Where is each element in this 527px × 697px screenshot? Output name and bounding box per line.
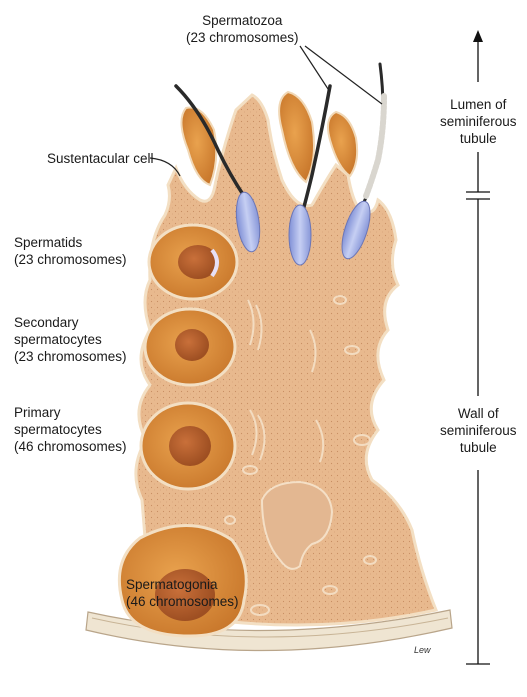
leader-lines <box>149 45 383 177</box>
spermatozoon-midpiece-right <box>363 93 387 199</box>
label-spermatogonia: Spermatogonia(46 chromosomes) <box>126 577 239 609</box>
spermatozoon-tail-left <box>174 84 246 198</box>
dimension-arrows <box>466 40 490 665</box>
apical-projection-right <box>327 110 359 178</box>
spermatozoon-head-right <box>341 200 371 260</box>
sustentacular-nucleus <box>260 480 334 570</box>
apical-projection-left <box>180 106 218 187</box>
spermatogonium-nucleus <box>155 569 215 621</box>
spermatid-nucleus <box>178 245 218 279</box>
spermatid-acrosome <box>210 248 219 278</box>
primary-spermatocyte-nucleus <box>169 426 211 466</box>
spermatozoon-head-center <box>288 204 312 266</box>
organelles <box>224 295 377 616</box>
secondary-spermatocyte-nucleus <box>175 329 209 361</box>
label-sustentacular-cell: Sustentacular cell <box>47 151 154 166</box>
artist-signature: Lew <box>414 645 431 655</box>
label-spermatozoa: Spermatozoa(23 chromosomes) <box>186 13 299 45</box>
basement-membrane-inner <box>91 617 449 638</box>
apical-projection-center <box>278 90 315 184</box>
spermatozoon-tail-center <box>300 84 332 216</box>
label-spermatids: Spermatids(23 chromosomes) <box>14 235 127 267</box>
spermatozoon-head-left <box>235 191 261 253</box>
arrowhead-up <box>473 30 483 42</box>
